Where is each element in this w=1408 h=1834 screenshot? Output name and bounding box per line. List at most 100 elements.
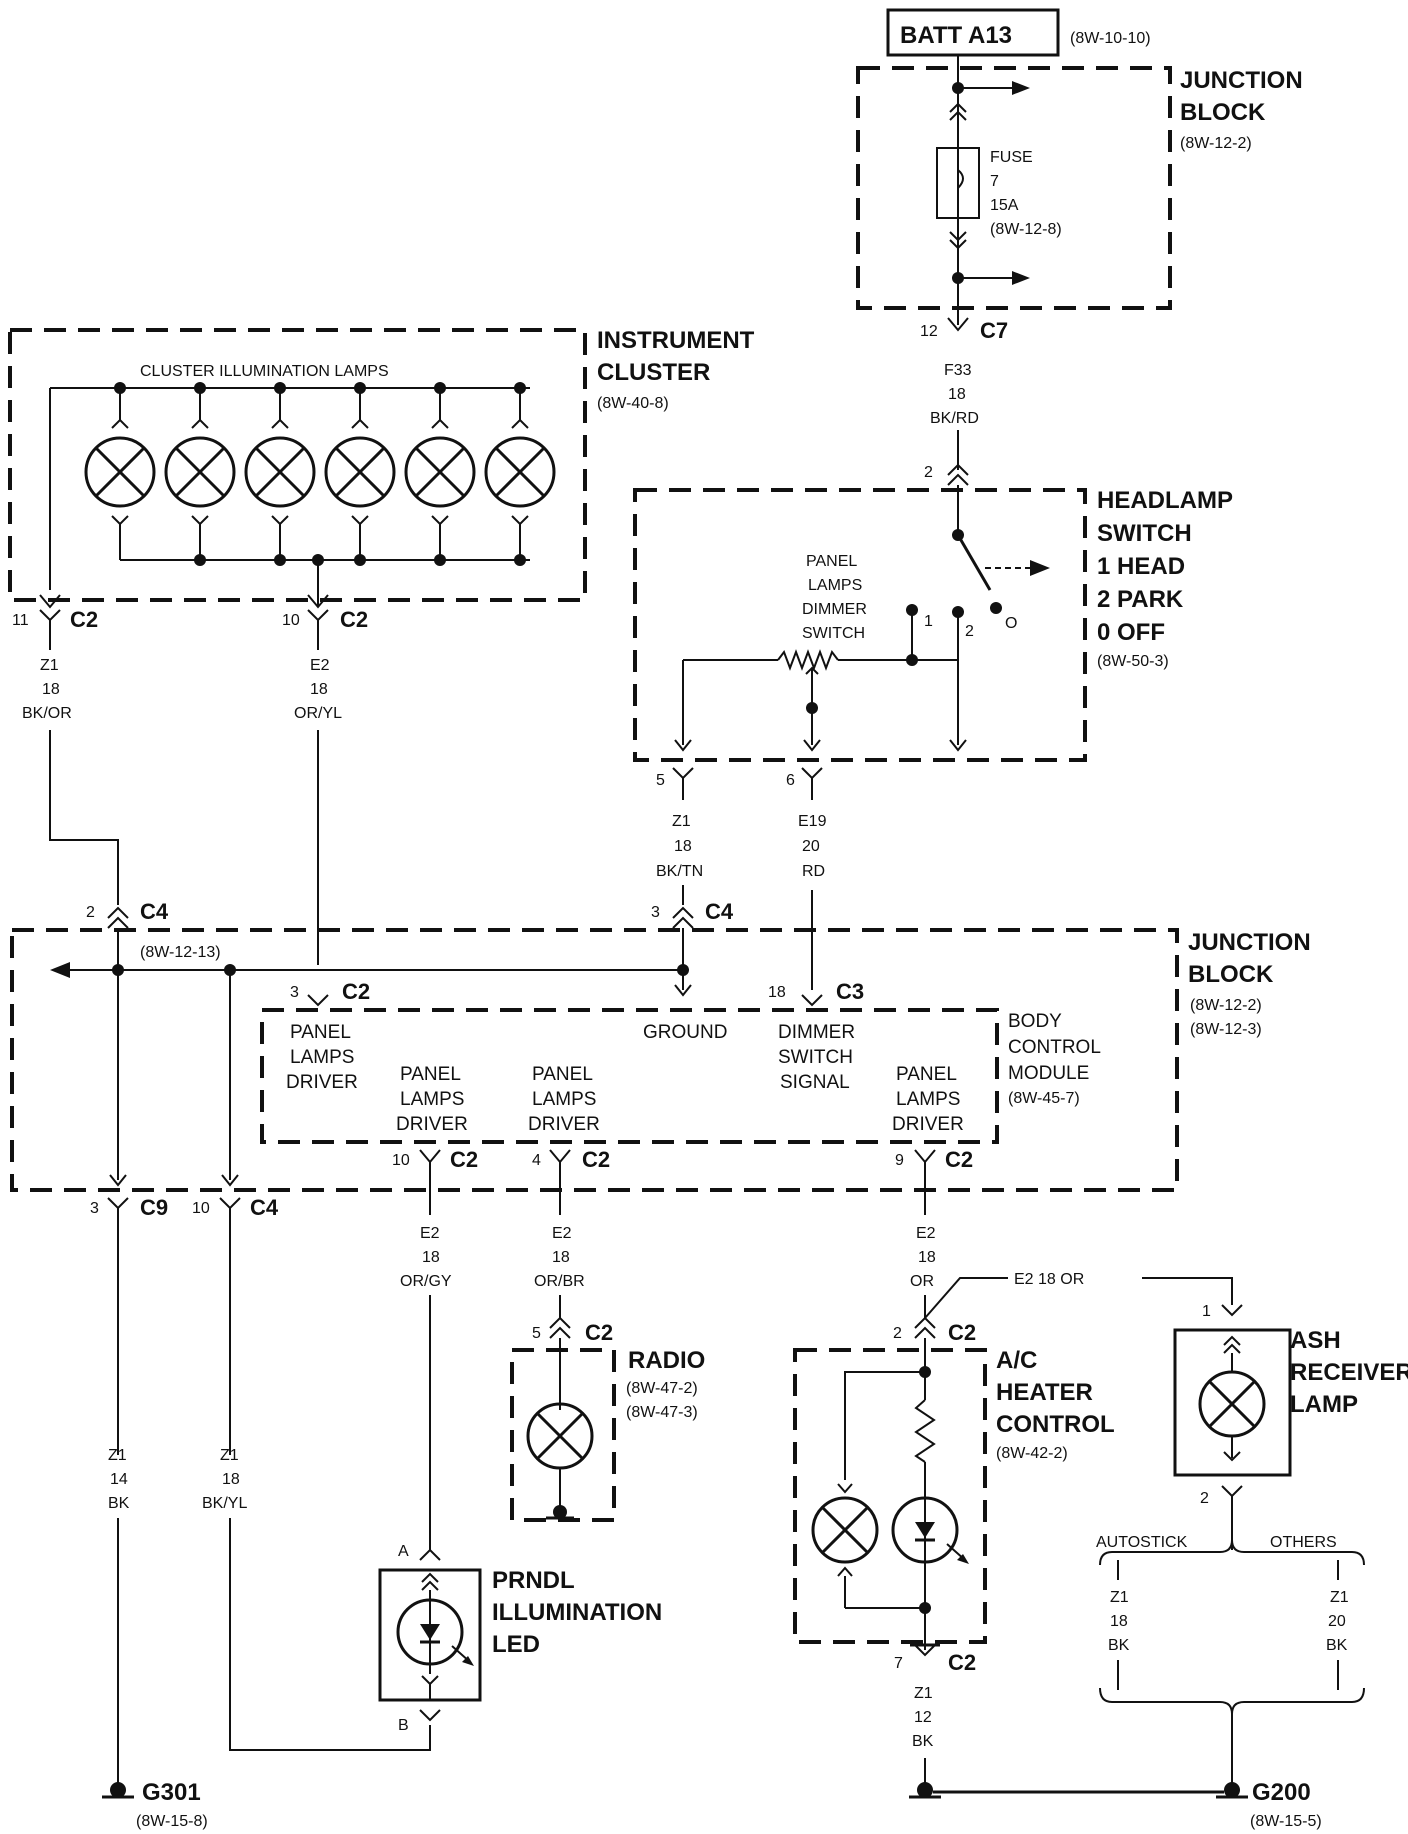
wire-e2-oryl-color: OR/YL [294,705,342,722]
wire-e2-or-circuit: E2 [916,1225,936,1242]
g301-ref: (8W-15-8) [136,1813,208,1830]
bcm-c2-9-pin: 9 [895,1152,904,1169]
c4-bot-pin: 10 [192,1200,210,1217]
fuse-amp: 15A [990,197,1019,214]
hs-dimmer3: DIMMER [802,601,867,618]
prndl-t1: PRNDL [492,1567,575,1594]
ac-pin-in: 2 [893,1325,902,1342]
prndl-t2: ILLUMINATION [492,1599,662,1626]
g200-ref: (8W-15-5) [1250,1813,1322,1830]
junction-block-top: JUNCTION BLOCK (8W-12-2) FUSE 7 15A (8W-… [856,66,1303,310]
hs-pin6: 6 [786,772,795,789]
bcm-ground: GROUND [643,1022,727,1043]
hs-pos0: O [1005,615,1017,632]
wire-e2-orgy-gauge: 18 [422,1249,440,1266]
hs-pin5: 5 [656,772,665,789]
radio-title: RADIO [628,1347,705,1374]
wire-e2-oryl-gauge: 18 [310,681,328,698]
cluster-lamp-icon [164,382,236,566]
c7-name: C7 [980,318,1008,343]
bcm-c2-10-name: C2 [450,1147,478,1172]
fuse-num: 7 [990,173,999,190]
cluster-lamp-icon [484,382,556,566]
hs-pos2: 2 [965,623,974,640]
c9-pin: 3 [90,1200,99,1217]
instrument-cluster: INSTRUMENT CLUSTER (8W-40-8) CLUSTER ILL… [8,327,755,602]
bcm-c3-18-pin: 18 [768,984,786,1001]
wire-z1-20bk-gauge: 20 [1328,1613,1346,1630]
bcm-dss3: SIGNAL [780,1072,850,1093]
wire-z1-14bk-color: BK [108,1495,130,1512]
ac-c2-out: C2 [948,1650,976,1675]
ash-t3: LAMP [1290,1391,1358,1418]
wire-e2-oryl-circuit: E2 [310,657,330,674]
wire-z1-18bkyl-gauge: 18 [222,1471,240,1488]
ic-c2-11-name: C2 [70,607,98,632]
hs-dimmer4: SWITCH [802,625,865,642]
c4-right-name: C4 [705,899,734,924]
ic-c2-10-name: C2 [340,607,368,632]
bcm-pld-b3: DRIVER [396,1114,468,1135]
ic-lamps-label: CLUSTER ILLUMINATION LAMPS [140,363,389,380]
ash-t2: RECEIVER [1290,1359,1408,1386]
wire-e2-orbr-gauge: 18 [552,1249,570,1266]
ash-pin2: 2 [1200,1490,1209,1507]
ic-c2-11-pin: 11 [12,612,29,629]
headlamp-switch: HEADLAMP SWITCH 1 HEAD 2 PARK 0 OFF (8W-… [633,463,1233,762]
c9-name: C9 [140,1195,168,1220]
c4-left-pin: 2 [86,904,95,921]
hs-t4: 2 PARK [1097,586,1184,613]
bcm-pld-a3: DRIVER [286,1072,358,1093]
wire-z1-18bk-color: BK [1108,1637,1130,1654]
g200-ground-icon [1224,1782,1240,1798]
wire-e19-gauge: 20 [802,838,820,855]
wire-z1-20bk-circuit: Z1 [1330,1589,1349,1606]
autostick-label: AUTOSTICK [1096,1534,1188,1551]
bcm-c2-4-name: C2 [582,1147,610,1172]
cluster-lamp-icon [84,382,156,560]
radio-ref1: (8W-47-2) [626,1380,698,1397]
ac-ref: (8W-42-2) [996,1445,1068,1462]
batt-label: BATT A13 [900,22,1012,49]
bcm-pld-d1: PANEL [896,1064,957,1085]
radio-c2: C2 [585,1320,613,1345]
bcm-pld-d3: DRIVER [892,1114,964,1135]
wire-z1-bktn-color: BK/TN [656,863,703,880]
wire-z1-bktn-circuit: Z1 [672,813,691,830]
jb-mid-ref2: (8W-12-3) [1190,1021,1262,1038]
prndl-led-icon [396,1590,474,1674]
ic-title2: CLUSTER [597,359,710,386]
wire-e2-or-color: OR [910,1273,934,1290]
bcm-dss2: SWITCH [778,1047,853,1068]
ac-c2-in: C2 [948,1320,976,1345]
wire-z1-bktn-gauge: 18 [674,838,692,855]
bcm-c2-9-name: C2 [945,1147,973,1172]
bcm-pld-b1: PANEL [400,1064,461,1085]
wire-e2-orgy-color: OR/GY [400,1273,452,1290]
wire-z1-bkor-color: BK/OR [22,705,72,722]
radio-lamp-icon [526,1402,594,1470]
wire-z1-18bk-gauge: 18 [1110,1613,1128,1630]
g200-ground: G200 (8W-15-5) [909,1779,1322,1830]
c7-pin: 12 [920,323,938,340]
bcm-c2-4-pin: 4 [532,1152,541,1169]
prndl-pin-b: B [398,1717,409,1734]
c4-right-pin: 3 [651,904,660,921]
wire-z1-18bk-circuit: Z1 [1110,1589,1129,1606]
wire-z1-12bk-circuit: Z1 [914,1685,933,1702]
wire-z1-14bk-circuit: Z1 [108,1447,127,1464]
ash-t1: ASH [1290,1327,1341,1354]
f33-color: BK/RD [930,410,979,427]
radio-ground-icon [553,1505,567,1519]
hs-dimmer2: LAMPS [808,577,862,594]
bcm-pld-c2: LAMPS [532,1089,596,1110]
cluster-lamp-icon [324,382,396,566]
wire-e19-circuit: E19 [798,813,827,830]
wire-e2-or-gauge: 18 [918,1249,936,1266]
hs-t2: SWITCH [1097,520,1192,547]
hs-t5: 0 OFF [1097,619,1165,646]
wire-e2-orbr-color: OR/BR [534,1273,585,1290]
wire-z1-bkor-gauge: 18 [42,681,60,698]
bcm-t3: MODULE [1008,1063,1089,1084]
ac-led-icon [891,1496,969,1564]
